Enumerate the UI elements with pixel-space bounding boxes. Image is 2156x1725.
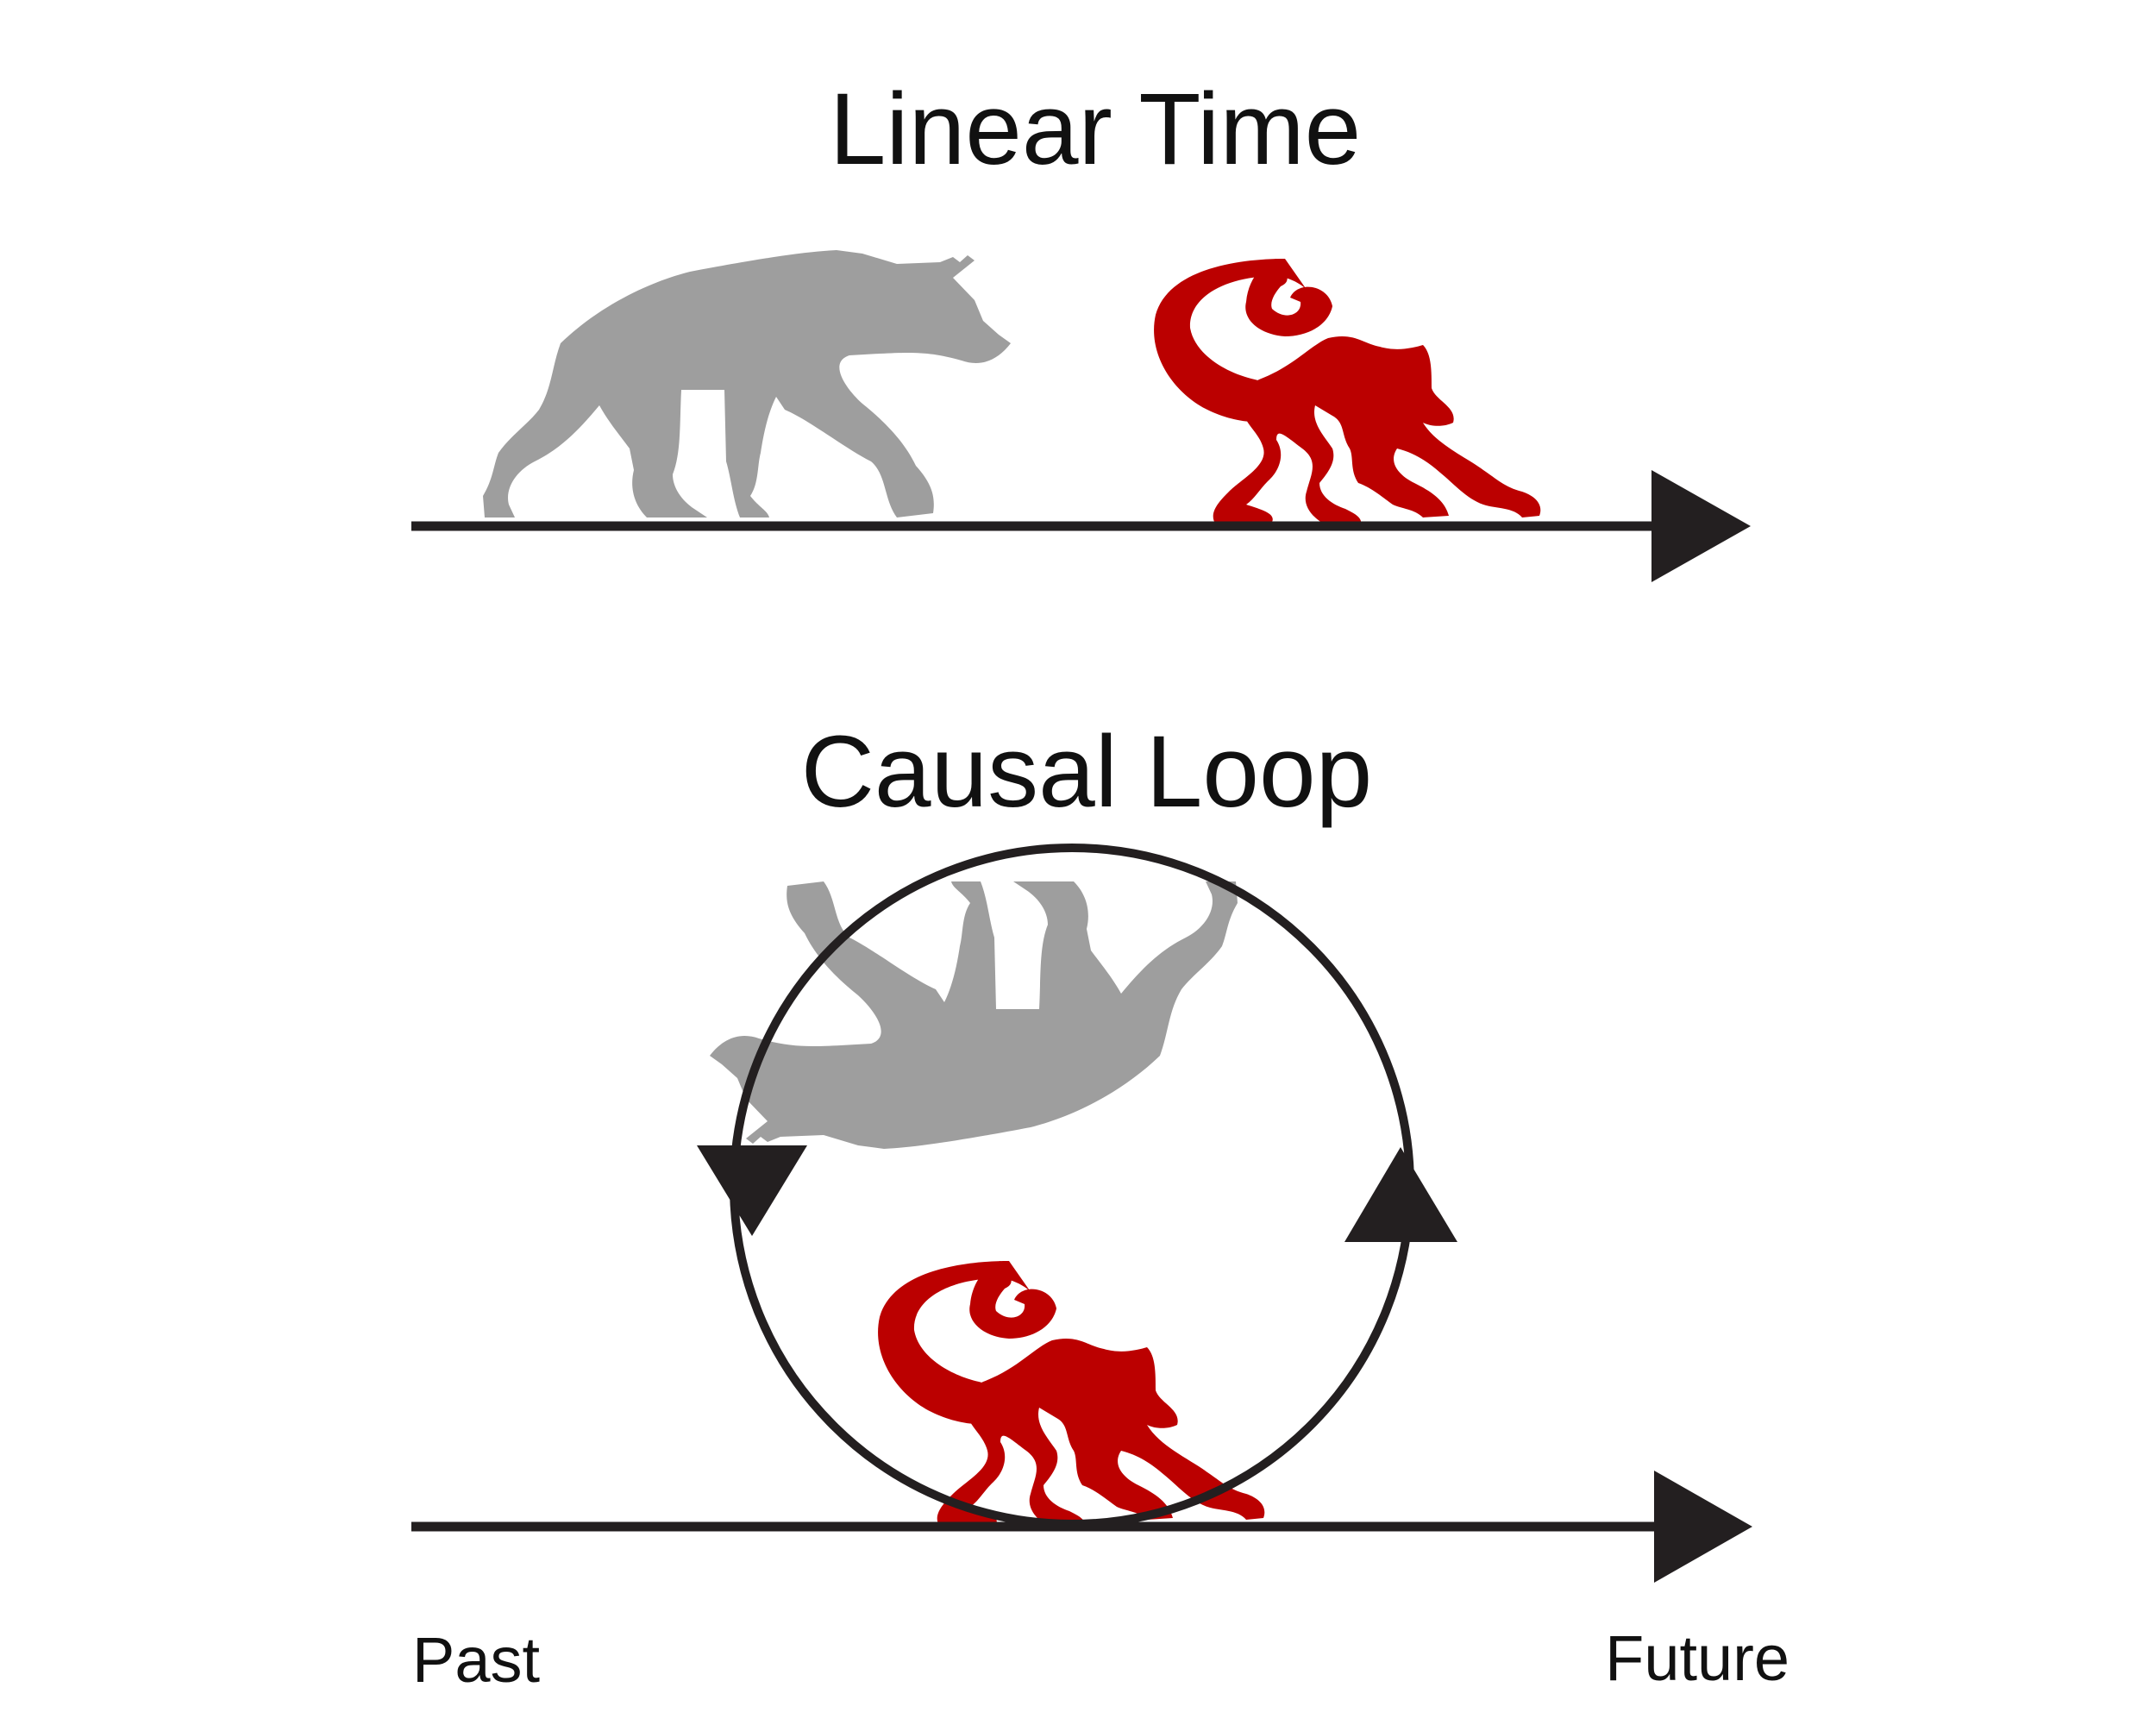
timeline-arrow-linear [411,470,1751,582]
loop-arrow-right-up-icon [1344,1147,1457,1242]
ancestor-silhouette-linear [483,250,1011,518]
loop-arrow-left-down-icon [697,1145,807,1236]
axis-label-past: Past [412,1624,541,1696]
title-linear-time: Linear Time [830,72,1362,186]
title-causal-loop: Causal Loop [801,715,1373,829]
ancestor-silhouette-loop [710,881,1238,1149]
descendant-silhouette-loop [878,1261,1265,1528]
timeline-arrow-loop [411,1471,1752,1583]
descendant-silhouette-linear [1154,259,1541,526]
axis-label-future: Future [1605,1622,1789,1694]
